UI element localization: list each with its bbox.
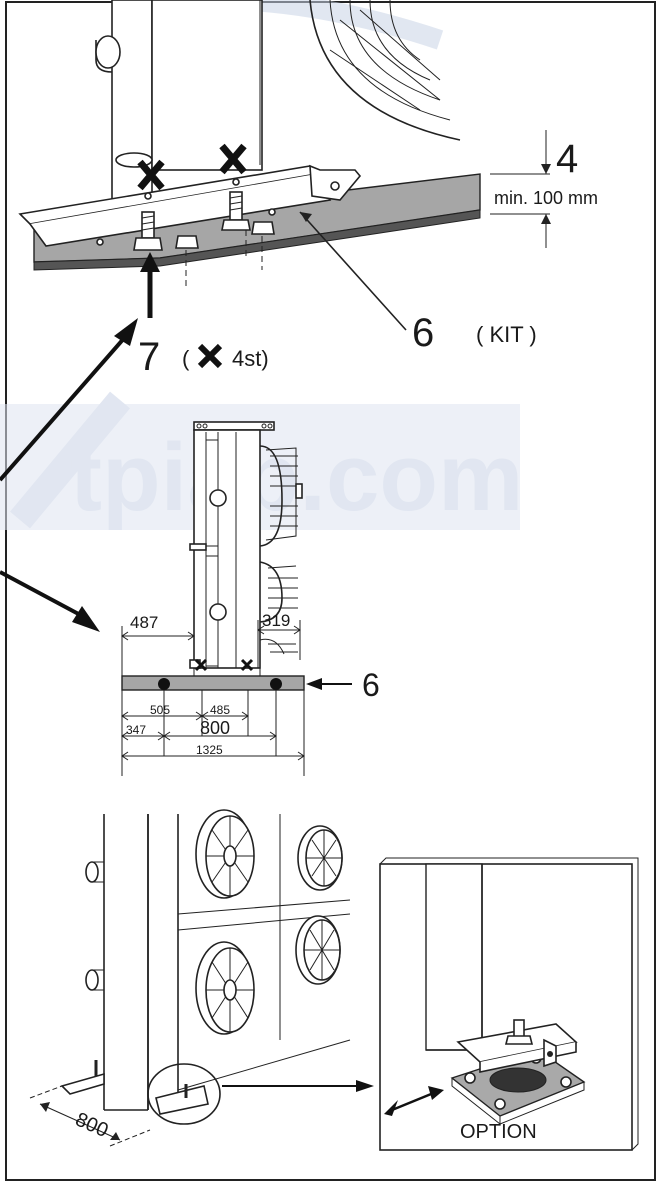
top-view: 4 min. 100 mm 6 ( KIT ) 7 ( 4st): [0, 0, 598, 482]
rail-kit-top: [18, 164, 490, 290]
label-bolt-number: 7: [138, 335, 160, 379]
bottom-view: 800: [29, 809, 374, 1147]
label-bolt-open: (: [182, 346, 190, 371]
dim-319: 319: [262, 611, 290, 630]
label-bolt-qty: 4st): [232, 346, 269, 371]
fan-icon: [195, 809, 255, 899]
dim-800-bottom: 800: [72, 1108, 111, 1142]
prohibited-x-icon: [194, 658, 254, 672]
nut: [175, 221, 275, 249]
dim-800: 800: [200, 718, 230, 738]
prohibited-x-icon: [197, 343, 223, 369]
label-side-6: 6: [362, 667, 380, 703]
watermark-text: tpiab.com: [70, 424, 523, 531]
label-min-100mm: min. 100 mm: [494, 188, 598, 208]
label-kit-number: 6: [412, 311, 434, 355]
dim-347: 347: [126, 723, 146, 737]
kit-leader: [299, 211, 407, 331]
dim-485: 485: [210, 703, 230, 717]
height-dimension: [490, 130, 551, 248]
dimension-lines: [121, 620, 305, 776]
bolt: [133, 211, 163, 251]
bolt: [221, 191, 251, 231]
label-height-4: 4: [556, 137, 578, 181]
label-option: OPTION: [460, 1121, 537, 1143]
label-kit: ( KIT ): [476, 322, 537, 347]
prohibited-x-icon: [137, 143, 247, 191]
dim-487: 487: [130, 613, 158, 632]
dim-505: 505: [150, 703, 170, 717]
side-view: 6 487 319 505 485 347 800 1325: [0, 421, 380, 776]
detail-callout: [147, 1063, 221, 1125]
fan-icon: [295, 915, 341, 985]
arrow-head: [140, 252, 160, 272]
arrow-to-detail: [0, 334, 128, 482]
arrow-to-side: [0, 570, 87, 620]
fan-icon: [195, 941, 255, 1035]
dim-1325: 1325: [196, 743, 223, 757]
fan-icon: [297, 825, 343, 891]
option-inset: OPTION: [379, 857, 639, 1151]
